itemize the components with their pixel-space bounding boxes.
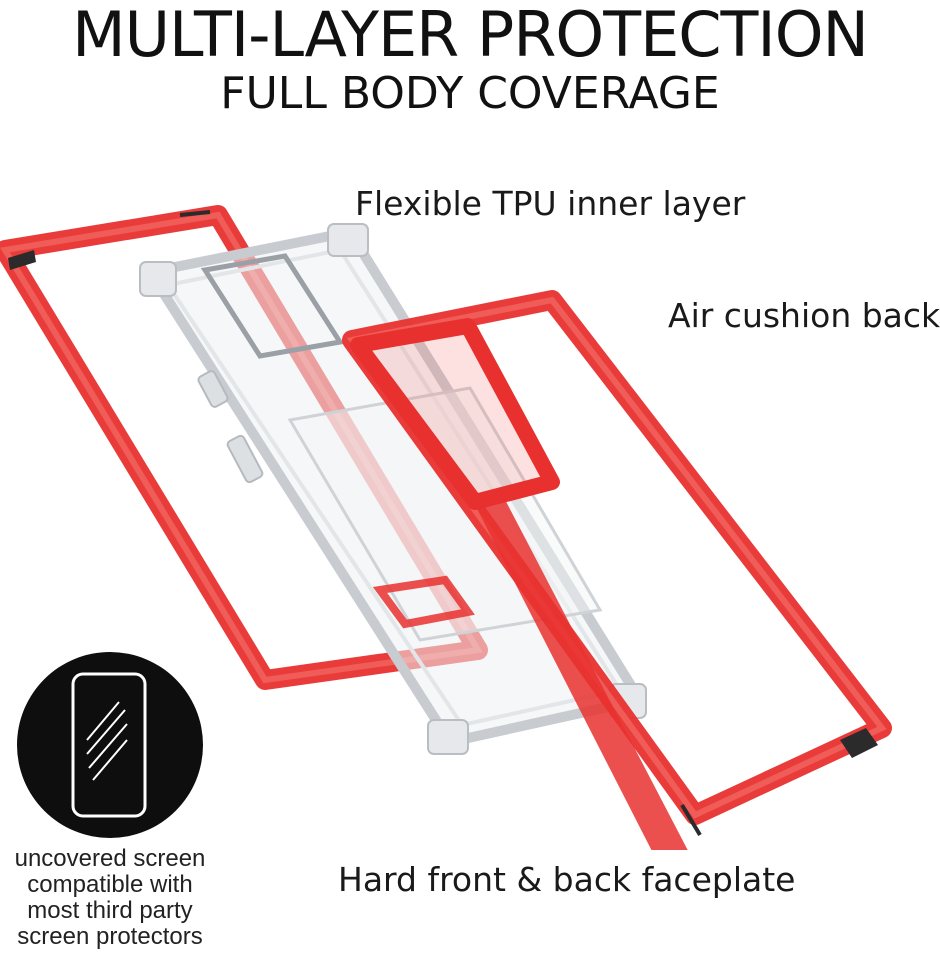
screen-compat-badge [17, 652, 203, 838]
badge-caption-line: compatible with [27, 871, 193, 898]
back-faceplate [342, 290, 892, 850]
page-subtitle: FULL BODY COVERAGE [220, 68, 720, 119]
callout-air-cushion: Air cushion back [668, 296, 940, 335]
callout-hard-faceplate: Hard front & back faceplate [338, 860, 796, 899]
page-title: MULTI-LAYER PROTECTION [72, 0, 869, 71]
case-exploded-view [0, 205, 892, 850]
front-faceplate-lower [372, 575, 475, 629]
badge-caption-line: uncovered screen [14, 845, 206, 872]
badge-caption-line: most third party [27, 897, 193, 924]
badge-caption-line: screen protectors [17, 923, 203, 950]
callout-tpu-layer: Flexible TPU inner layer [355, 184, 746, 223]
badge-caption: uncovered screen compatible with most th… [0, 846, 220, 950]
phone-screen-icon [71, 672, 147, 818]
